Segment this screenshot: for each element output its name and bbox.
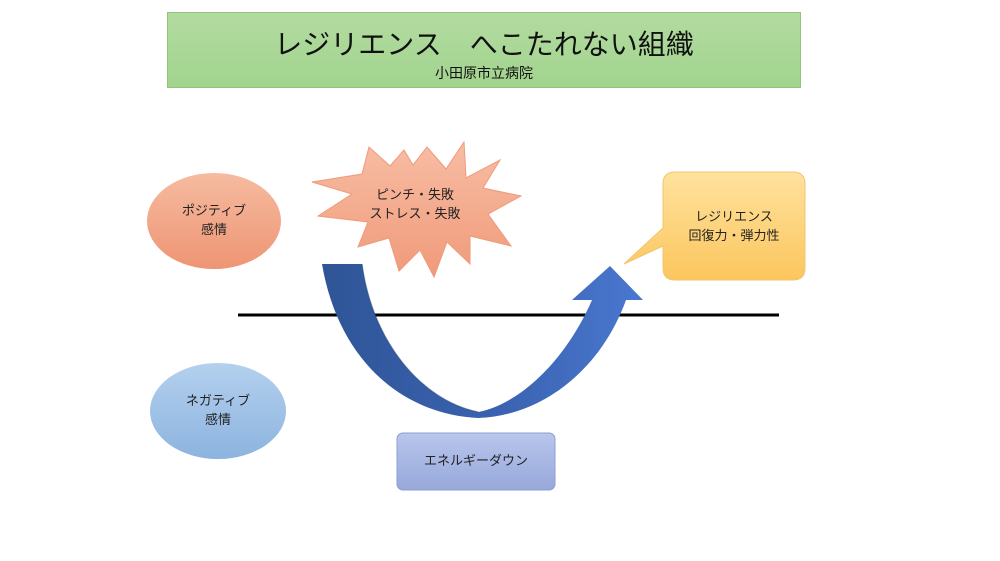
arrow-edge xyxy=(361,263,479,413)
crisis-starburst xyxy=(311,140,523,279)
recovery-arrow xyxy=(322,264,643,418)
positive-emotion-label: ポジティブ 感情 xyxy=(150,202,278,240)
resilience-line2: 回復力・弾力性 xyxy=(688,229,780,244)
title-box: レジリエンス へこたれない組織 小田原市立病院 xyxy=(167,12,801,88)
resilience-callout xyxy=(623,171,806,281)
crisis-line1: ピンチ・失敗 xyxy=(375,188,454,203)
resilience-label: レジリエンス 回復力・弾力性 xyxy=(668,208,800,246)
page-title: レジリエンス へこたれない組織 xyxy=(274,28,694,61)
positive-line2: 感情 xyxy=(200,223,227,238)
crisis-line2: ストレス・失敗 xyxy=(369,207,461,222)
negative-line2: 感情 xyxy=(204,413,231,428)
positive-emotion-ellipse xyxy=(147,173,281,269)
negative-emotion-label: ネガティブ 感情 xyxy=(154,392,282,430)
page-subtitle: 小田原市立病院 xyxy=(435,66,533,82)
energy-down-label: エネルギーダウン xyxy=(397,452,555,471)
crisis-label: ピンチ・失敗 ストレス・失敗 xyxy=(350,186,480,224)
energy-down-box xyxy=(396,432,556,491)
negative-emotion-ellipse xyxy=(150,363,286,459)
resilience-line1: レジリエンス xyxy=(695,210,773,225)
energy-down-text: エネルギーダウン xyxy=(423,454,528,469)
negative-line1: ネガティブ xyxy=(185,394,251,409)
positive-line1: ポジティブ xyxy=(181,204,247,219)
